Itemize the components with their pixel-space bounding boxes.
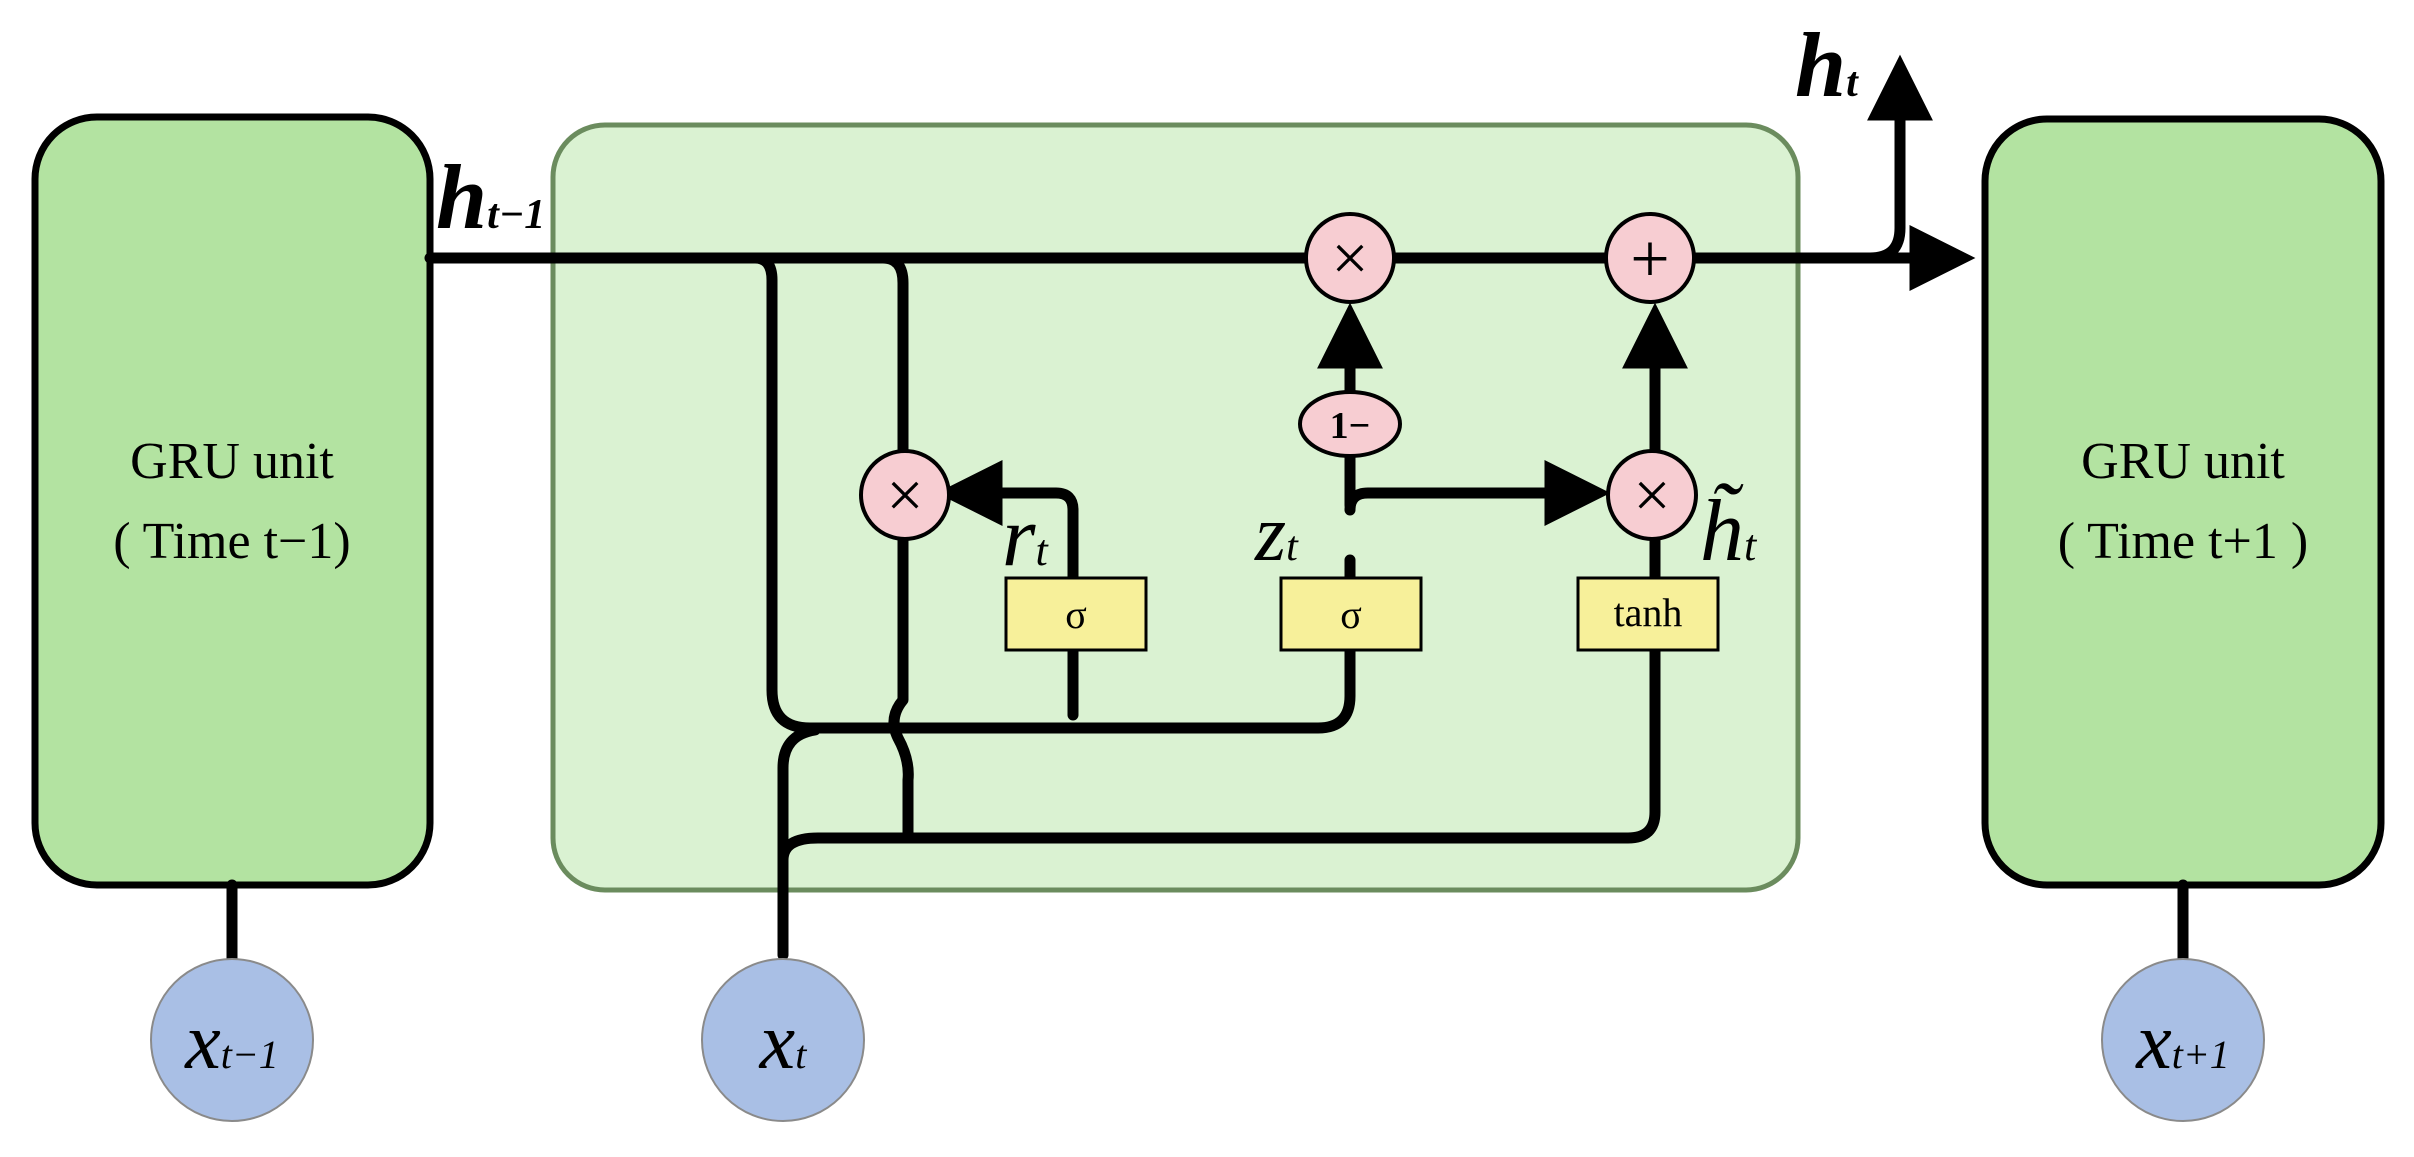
h-out-label: ht — [1795, 14, 1859, 116]
input-curr-label: xt — [759, 998, 808, 1086]
gru-unit-prev-time: ( Time t−1) — [113, 513, 350, 570]
reset-multiply-operator: × — [859, 449, 951, 541]
reset-gate-symbol: rt — [1002, 488, 1049, 584]
update-to-candidate-mult — [1344, 460, 1611, 526]
x-to-candidate — [777, 644, 1661, 866]
reset-mult-to-merge — [888, 524, 914, 844]
output-branch — [1864, 54, 1933, 264]
candidate-gate: tanh — [1576, 576, 1720, 652]
input-prev-label: xt−1 — [184, 998, 279, 1086]
input-curr: xt — [701, 958, 865, 1122]
reset-gate: σ — [1004, 576, 1148, 652]
gru-unit-prev: GRU unit ( Time t−1) — [31, 113, 434, 889]
gru-unit-next: GRU unit ( Time t+1 ) — [1981, 115, 2385, 889]
candidate-multiply-operator: × — [1606, 449, 1698, 541]
update-gate: σ — [1279, 576, 1423, 652]
one-minus-operator: 1− — [1298, 390, 1402, 458]
reset-gate-output — [936, 460, 1079, 721]
one-minus-symbol: 1− — [1330, 405, 1371, 447]
gru-cell — [550, 122, 1801, 893]
h-prev-to-reset-mult — [877, 252, 909, 461]
add-operator: + — [1604, 212, 1696, 304]
h-tilde-label: h̃t — [1700, 482, 1758, 580]
reset-gate-label: σ — [1065, 592, 1087, 637]
candidate-gate-label: tanh — [1614, 590, 1683, 635]
update-multiply-operator: × — [1304, 212, 1396, 304]
update-gate-symbol: zt — [1254, 490, 1299, 578]
update-multiply-symbol: × — [1331, 222, 1368, 295]
candidate-multiply-symbol: × — [1633, 459, 1670, 532]
gru-unit-prev-label: GRU unit — [130, 433, 334, 490]
h-prev-to-gates — [749, 252, 1356, 734]
input-prev: xt−1 — [150, 958, 314, 1122]
reset-multiply-symbol: × — [886, 459, 923, 532]
input-next: xt+1 — [2101, 958, 2265, 1122]
input-next-label: xt+1 — [2135, 998, 2230, 1086]
h-prev-label: ht−1 — [436, 146, 545, 248]
gru-unit-next-label: GRU unit — [2081, 433, 2285, 490]
add-symbol: + — [1630, 221, 1669, 298]
x-input-line — [777, 724, 821, 961]
gru-unit-next-time: ( Time t+1 ) — [2058, 513, 2308, 570]
update-gate-label: σ — [1340, 592, 1362, 637]
